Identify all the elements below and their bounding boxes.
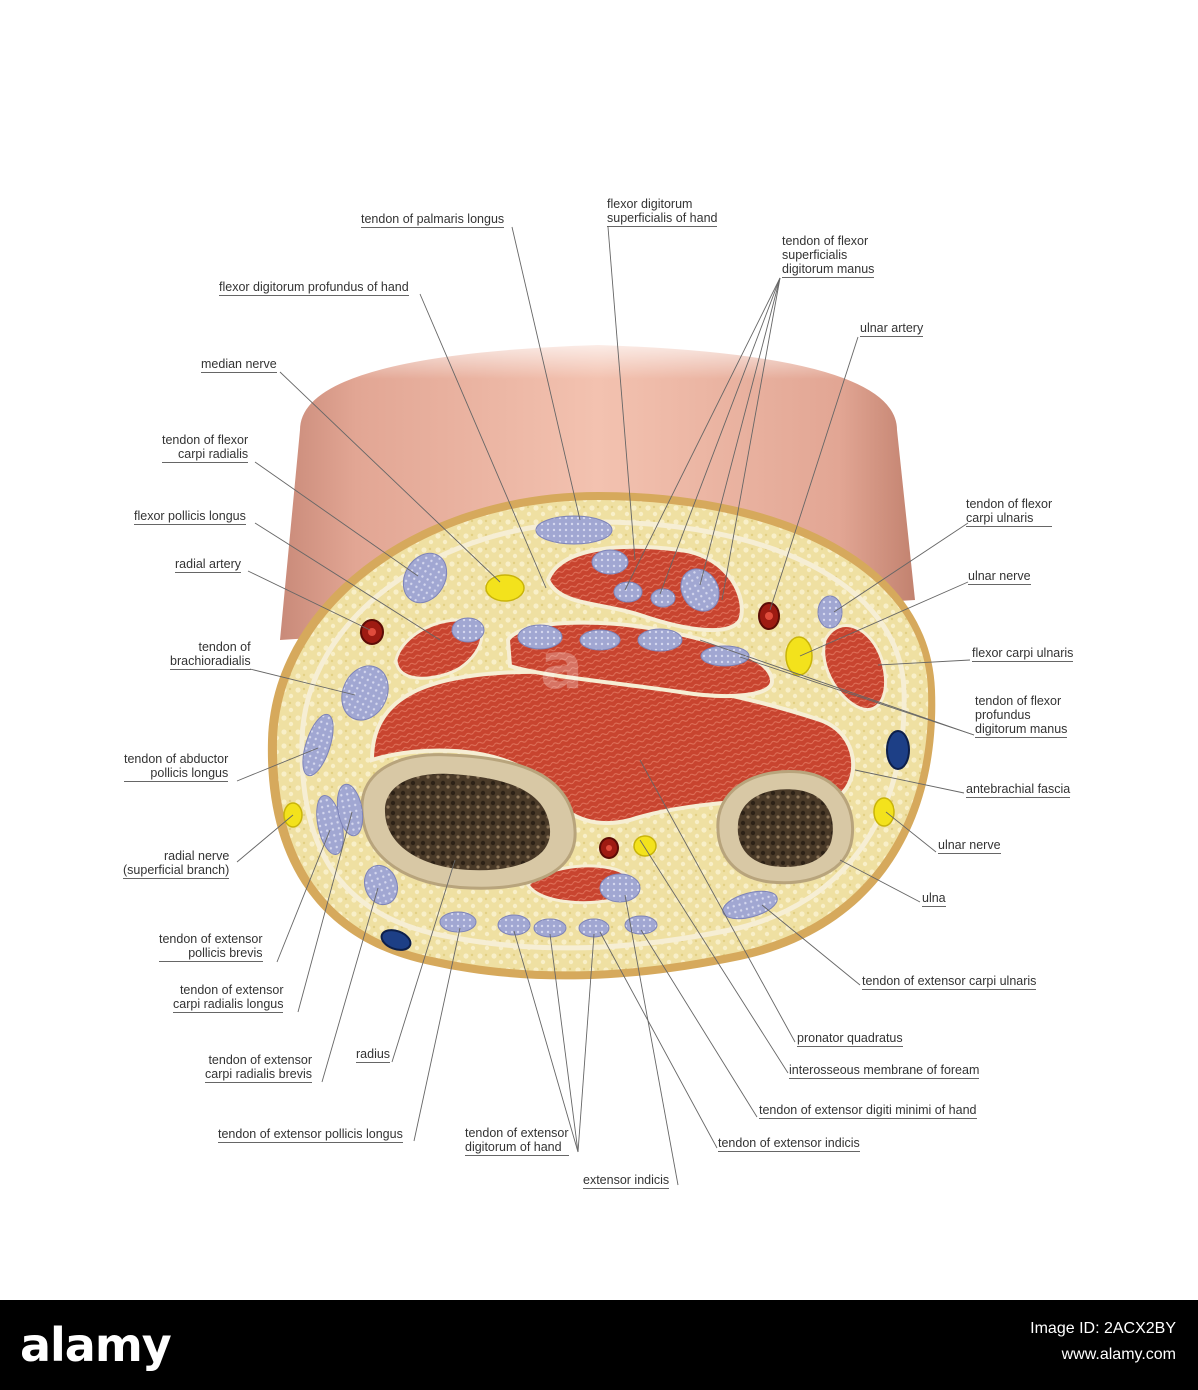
stock-footer-bar: alamy Image ID: 2ACX2BY www.alamy.com (0, 1300, 1198, 1390)
watermark-glyph: a (540, 630, 583, 704)
label-ulnar-nerve-bottom: ulnar nerve (938, 838, 1001, 854)
label-ulnar-nerve-top: ulnar nerve (968, 569, 1031, 585)
label-pronator-quadratus: pronator quadratus (797, 1031, 903, 1047)
label-tendon-ei: tendon of extensor indicis (718, 1136, 860, 1152)
label-ulna: ulna (922, 891, 946, 907)
diagram-stage: a tendon of palmaris longus flexor digit… (123, 197, 1074, 1189)
cross-section-illustration (236, 226, 975, 1186)
label-radial-artery: radial artery (175, 557, 241, 573)
label-extensor-indicis: extensor indicis (583, 1173, 670, 1189)
veins (380, 730, 910, 951)
alamy-logo: alamy (20, 1318, 172, 1372)
site-url-text: www.alamy.com (1061, 1346, 1176, 1363)
label-fdp-hand: flexor digitorum profundus of hand (219, 280, 409, 296)
image-id-text: Image ID: 2ACX2BY (1030, 1320, 1176, 1337)
label-radial-nerve: radial nerve(superficial branch) (123, 849, 230, 879)
flexor-band (505, 620, 774, 698)
label-ulnar-artery: ulnar artery (860, 321, 924, 337)
tendons (302, 515, 843, 938)
label-radius: radius (356, 1047, 391, 1063)
leader-lines (236, 226, 975, 1186)
label-tendon-epl: tendon of extensor pollicis longus (218, 1127, 403, 1143)
label-tendon-palmaris-longus: tendon of palmaris longus (361, 212, 505, 228)
label-antebrachial-fascia: antebrachial fascia (966, 782, 1071, 798)
label-interosseous: interosseous membrane of foream (789, 1063, 980, 1079)
label-tendon-ecu: tendon of extensor carpi ulnaris (862, 974, 1037, 990)
label-fpl: flexor pollicis longus (134, 509, 246, 525)
label-tendon-edm: tendon of extensor digiti minimi of hand (759, 1103, 977, 1119)
label-median-nerve: median nerve (201, 357, 277, 373)
label-fcu: flexor carpi ulnaris (972, 646, 1074, 662)
